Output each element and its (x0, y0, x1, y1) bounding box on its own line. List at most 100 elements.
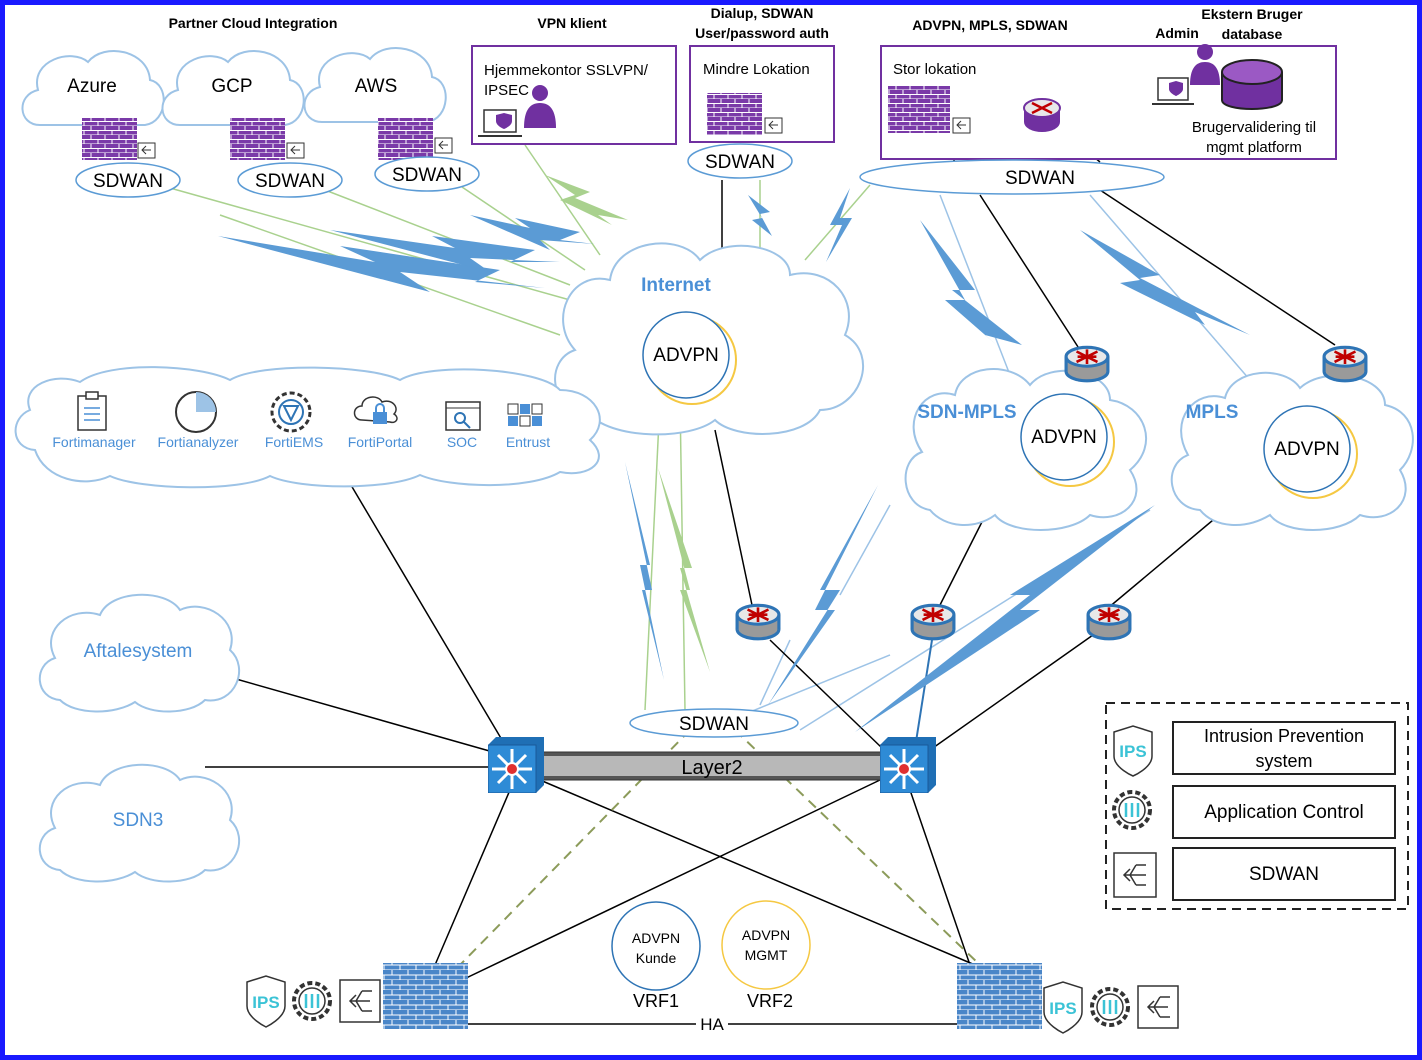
header-advpn: ADVPN, MPLS, SDWAN (912, 17, 1068, 33)
vrf2-circle (721, 900, 811, 990)
sdwan-label: SDWAN (392, 165, 462, 186)
ha-label: HA (700, 1015, 724, 1034)
advpn-label: ADVPN (653, 345, 718, 366)
bolt-sdn (920, 220, 1022, 348)
switch-icon (880, 737, 936, 793)
tool-label: SOC (447, 434, 477, 450)
mpls-cloud: MPLS ADVPN (1170, 371, 1414, 531)
home-label-2: IPSEC (484, 82, 529, 99)
internet-cloud: Internet ADVPN (554, 242, 864, 436)
header-ekstern-2: database (1222, 26, 1283, 42)
large-location-label: Stor lokation (893, 61, 976, 78)
advpn-node (1263, 405, 1351, 493)
bolt-internet-blue (625, 462, 664, 680)
advpn-label: ADVPN (1031, 427, 1096, 448)
fortiems-icon (270, 391, 312, 433)
vrf-kunde-1: ADVPN (632, 930, 680, 946)
vrf1-circle (611, 901, 701, 991)
sdwan-label: SDWAN (705, 152, 775, 173)
layer2-label: Layer2 (681, 757, 742, 779)
router-icon (1064, 345, 1110, 383)
gear-icon (1112, 790, 1152, 830)
brug-label-2: mgmt platform (1206, 139, 1302, 156)
fortiportal-icon (353, 396, 398, 424)
cloud-gcp-label: GCP (211, 76, 252, 97)
database-icon (1221, 59, 1283, 110)
sdn3-cloud: SDN3 (38, 763, 241, 883)
mpls-label: MPLS (1186, 402, 1239, 423)
sdn-mpls-label: SDN-MPLS (917, 402, 1016, 423)
vrf-kunde-2: Kunde (636, 950, 677, 966)
bolt-large (826, 188, 852, 262)
router-icon (910, 603, 956, 641)
vrf-mgmt-2: MGMT (745, 947, 788, 963)
ips-icon: IPS (1043, 981, 1083, 1034)
sdwan-label: SDWAN (255, 171, 325, 192)
wireless-links (218, 175, 1250, 732)
firewall-icon (888, 85, 950, 133)
bolt-mpls (1080, 230, 1250, 335)
entrust-icon (507, 403, 543, 427)
sdn3-label: SDN3 (113, 810, 164, 831)
fortimanager-icon (77, 391, 107, 431)
legend-ips-1: Intrusion Prevention (1204, 726, 1364, 746)
vrf-section: ADVPN Kunde VRF1 ADVPN MGMT VRF2 (611, 900, 811, 1011)
cloud-aws-label: AWS (355, 76, 398, 97)
bottom-left-firewall: IPS (246, 963, 468, 1029)
legend-sdwan: SDWAN (1249, 864, 1319, 885)
headers: Partner Cloud Integration VPN klient Dia… (169, 5, 1304, 42)
large-location-box: Stor lokation Brugervalidering til mgmt … (880, 44, 1337, 160)
management-tools-cloud: Fortimanager Fortianalyzer FortiEMS Fort… (14, 366, 601, 489)
tool-label: Fortimanager (52, 434, 136, 450)
header-dialup-1: Dialup, SDWAN (711, 5, 814, 21)
soc-icon (445, 401, 481, 431)
sdwan-label: SDWAN (93, 171, 163, 192)
firewall-icon (378, 118, 433, 160)
user-icon (524, 85, 556, 128)
bottom-right-firewall: IPS (957, 963, 1179, 1034)
sdwan-label: SDWAN (679, 714, 749, 735)
bolt-small (748, 195, 772, 236)
gear-icon (1090, 987, 1130, 1027)
sdwan-node-gcp (237, 162, 343, 198)
bolt-azure (218, 236, 545, 292)
router-icon (735, 603, 781, 641)
ips-icon: IPS (1113, 725, 1153, 777)
aftalesystem-cloud: Aftalesystem (38, 593, 241, 713)
sdwan-node-large (859, 159, 1165, 195)
svg-text:IPS: IPS (1049, 999, 1076, 1018)
bolt-gcp (330, 230, 560, 272)
firewall-icon (957, 963, 1042, 1029)
firewall-icon (230, 118, 285, 160)
admin-user-icon (1190, 44, 1220, 85)
layer2-bar: Layer2 (539, 751, 886, 781)
tool-label: Entrust (506, 434, 550, 450)
internet-label: Internet (641, 275, 711, 296)
legend-ips-2: system (1255, 751, 1312, 771)
aftalesystem-label: Aftalesystem (84, 641, 193, 662)
bolt-vpn (545, 175, 628, 225)
firewall-icon (82, 118, 137, 160)
cloud-aws: AWS (303, 47, 447, 123)
sdwan-node-aws (374, 156, 480, 192)
vrf1-label: VRF1 (633, 991, 679, 1011)
advpn-node (642, 311, 730, 399)
header-admin: Admin (1155, 25, 1199, 41)
sdwan-node-azure (75, 162, 181, 198)
small-location-box: Mindre Lokation SDWAN (687, 45, 835, 179)
legend: IPS Intrusion Prevention system Applicat… (1105, 702, 1409, 910)
partner-clouds: Azure GCP AWS SDWAN SDWAN SDWAN (21, 47, 480, 198)
bolt-internet-green (658, 468, 710, 672)
sdwan-node-core (629, 708, 799, 738)
sdn-mpls-cloud: SDN-MPLS ADVPN (904, 368, 1148, 531)
advpn-label: ADVPN (1274, 439, 1339, 460)
laptop-icon (1152, 77, 1194, 105)
fortianalyzer-icon (175, 391, 217, 433)
header-partner: Partner Cloud Integration (169, 15, 338, 31)
router-icon (1086, 603, 1132, 641)
diagram-canvas: Partner Cloud Integration VPN klient Dia… (5, 5, 1417, 1055)
sdwan-label: SDWAN (1005, 168, 1075, 189)
vrf2-label: VRF2 (747, 991, 793, 1011)
legend-app: Application Control (1204, 802, 1363, 823)
laptop-icon (478, 109, 522, 137)
